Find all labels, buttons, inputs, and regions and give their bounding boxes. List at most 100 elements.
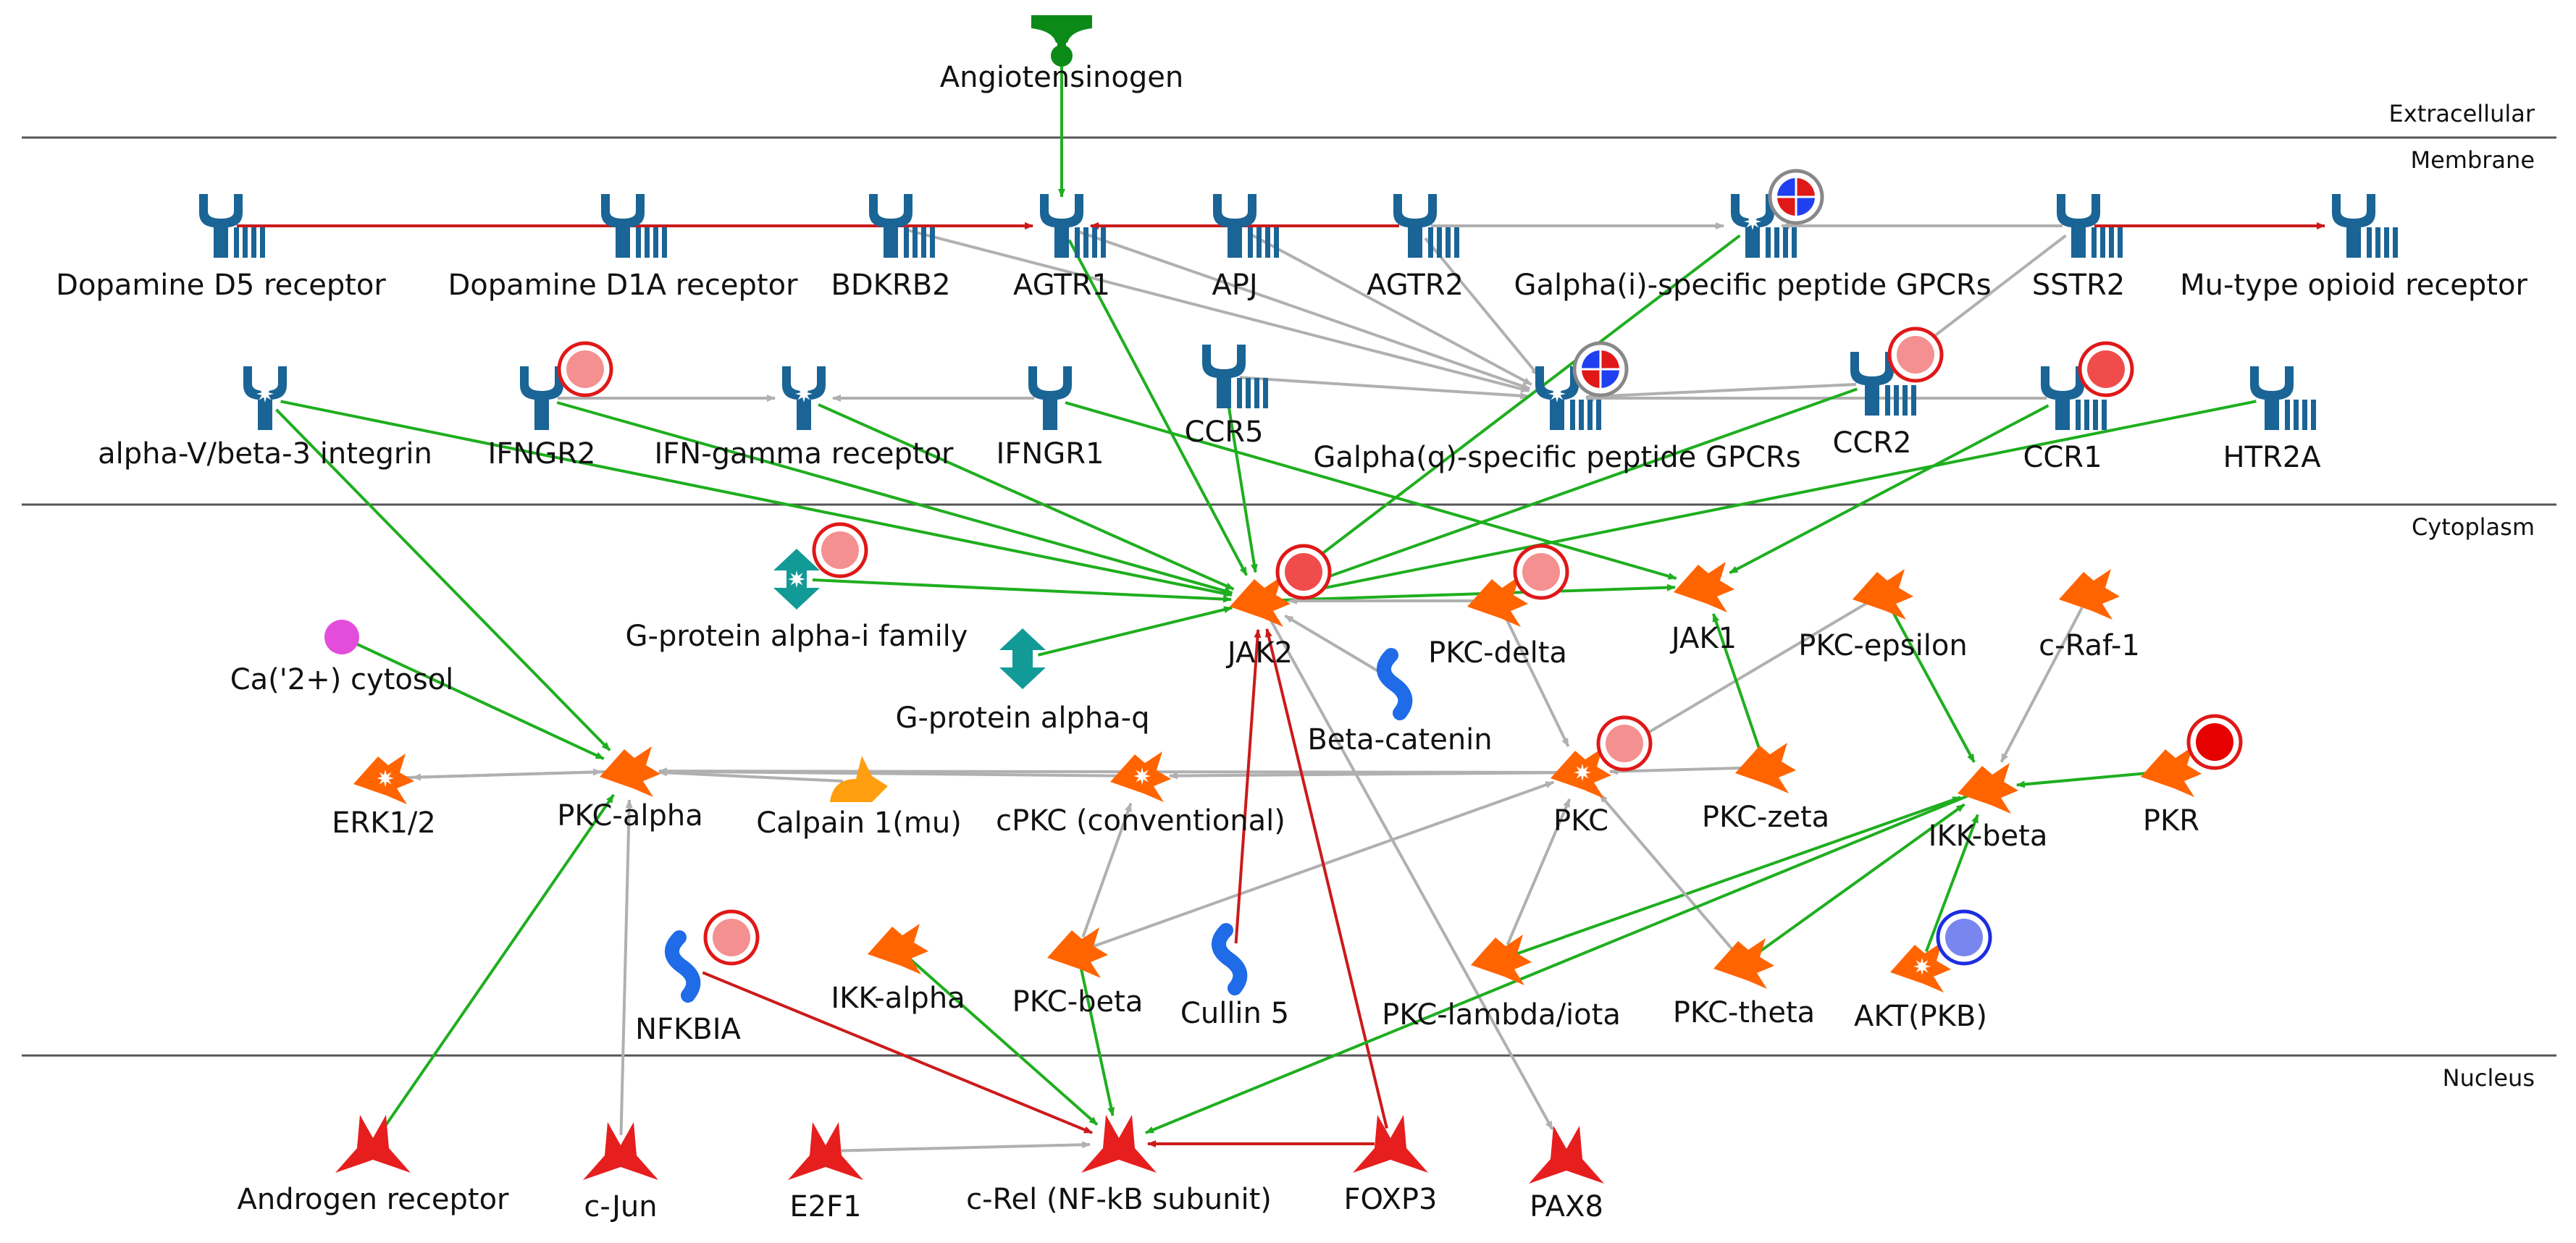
- node-ca[interactable]: Ca('2+) cytosol: [230, 620, 454, 696]
- node-pkctheta[interactable]: PKC-theta: [1673, 938, 1815, 1029]
- node-pkclambda[interactable]: PKC-lambda/iota: [1382, 935, 1621, 1032]
- node-label-ifngr: IFN-gamma receptor: [655, 437, 955, 471]
- kinase-icon: [868, 924, 928, 974]
- node-label-e2f1: E2F1: [789, 1190, 861, 1223]
- node-ifngr2[interactable]: IFNGR2: [488, 366, 596, 471]
- node-pkceps[interactable]: PKC-epsilon: [1798, 569, 1968, 662]
- receptor-icon: [199, 194, 265, 258]
- kinase-icon: [1551, 748, 1611, 799]
- node-betacat[interactable]: Beta-catenin: [1307, 648, 1493, 757]
- node-drd5[interactable]: Dopamine D5 receptor: [56, 194, 386, 302]
- node-label-angiotensinogen: Angiotensinogen: [940, 61, 1183, 94]
- node-ikkalpha[interactable]: IKK-alpha: [831, 924, 965, 1015]
- node-angiotensinogen[interactable]: Angiotensinogen: [940, 15, 1183, 94]
- node-label-gai_gpcr: Galpha(i)-specific peptide GPCRs: [1514, 269, 1991, 302]
- node-bdkrb2[interactable]: BDKRB2: [831, 194, 951, 302]
- node-jak2[interactable]: JAK2: [1225, 576, 1293, 670]
- badge-red-jak2: [1275, 544, 1332, 600]
- node-label-gai_fam: G-protein alpha-i family: [626, 620, 968, 653]
- node-calpain[interactable]: Calpain 1(mu): [756, 756, 962, 840]
- node-gaq_gpcr[interactable]: Galpha(q)-specific peptide GPCRs: [1313, 366, 1801, 474]
- kinase-icon: [1674, 562, 1734, 612]
- node-sstr2[interactable]: SSTR2: [2032, 194, 2125, 302]
- edge-ccr2-to-gaq_gpcr: [1585, 383, 1857, 400]
- edge-ikkbeta-to-crel: [1145, 792, 1974, 1134]
- kinase-icon: [1471, 935, 1532, 985]
- receptor-icon: [2332, 194, 2398, 258]
- edge-ar-to-pkcalpha: [380, 793, 615, 1132]
- node-akt[interactable]: AKT(PKB): [1854, 942, 1987, 1033]
- node-mor[interactable]: Mu-type opioid receptor: [2180, 194, 2527, 302]
- node-label-pkceps: PKC-epsilon: [1798, 629, 1967, 662]
- receptor-icon: [2057, 194, 2123, 258]
- node-label-pkc: PKC: [1553, 804, 1608, 838]
- node-label-bdkrb2: BDKRB2: [831, 269, 950, 302]
- node-craf[interactable]: c-Raf-1: [2039, 569, 2140, 662]
- receptor-icon: [869, 194, 935, 258]
- node-label-jak2: JAK2: [1225, 636, 1293, 670]
- node-label-apj: APJ: [1212, 269, 1257, 302]
- edge-ifngr-to-jak2: [818, 403, 1235, 591]
- node-gai_fam[interactable]: G-protein alpha-i family: [626, 549, 968, 653]
- edge-pkcbeta-to-cpkc: [1081, 802, 1133, 937]
- node-ccr2[interactable]: CCR2: [1832, 352, 1916, 460]
- node-erk[interactable]: ERK1/2: [332, 754, 436, 840]
- node-htr2a[interactable]: HTR2A: [2223, 366, 2321, 474]
- node-cpkc[interactable]: cPKC (conventional): [996, 751, 1285, 838]
- kinase-icon: [1958, 763, 2018, 814]
- node-pkcalpha[interactable]: PKC-alpha: [557, 746, 703, 833]
- node-label-betacat: Beta-catenin: [1307, 723, 1492, 757]
- badge-light-red-pkc: [1596, 715, 1653, 772]
- node-label-gaq_gpcr: Galpha(q)-specific peptide GPCRs: [1313, 441, 1800, 474]
- node-jak1[interactable]: JAK1: [1669, 562, 1737, 655]
- edge-craf-to-ikkbeta: [2000, 607, 2084, 763]
- node-agtr1[interactable]: AGTR1: [1013, 194, 1110, 302]
- edge-ifngr2-to-jak2: [556, 401, 1233, 595]
- node-pkczeta[interactable]: PKC-zeta: [1702, 743, 1829, 834]
- receptor-icon: [1040, 194, 1106, 258]
- node-drd1[interactable]: Dopamine D1A receptor: [448, 194, 798, 302]
- node-nfkbia[interactable]: NFKBIA: [635, 930, 742, 1046]
- receptor-icon: [1731, 194, 1797, 258]
- node-ifngr1[interactable]: IFNGR1: [997, 366, 1104, 471]
- edge-foxp3-to-jak2: [1265, 628, 1388, 1129]
- node-ccr1[interactable]: CCR1: [2023, 366, 2107, 474]
- node-crel[interactable]: c-Rel (NF-kB subunit): [966, 1115, 1272, 1216]
- node-pkcdelta[interactable]: PKC-delta: [1428, 576, 1567, 670]
- node-pkcbeta[interactable]: PKC-beta: [1012, 927, 1144, 1019]
- node-agtr2[interactable]: AGTR2: [1367, 194, 1464, 302]
- node-apj[interactable]: APJ: [1212, 194, 1279, 302]
- kinase-icon: [1230, 576, 1291, 627]
- node-ar[interactable]: Androgen receptor: [238, 1115, 510, 1216]
- node-foxp3[interactable]: FOXP3: [1344, 1115, 1438, 1216]
- edge-gai_gpcr-to-jak2: [1282, 234, 1741, 585]
- node-gai_gpcr[interactable]: Galpha(i)-specific peptide GPCRs: [1514, 194, 1992, 302]
- node-label-pkcdelta: PKC-delta: [1428, 636, 1567, 670]
- receptor-icon: [1393, 194, 1459, 258]
- node-gaq[interactable]: G-protein alpha-q: [895, 628, 1150, 735]
- node-ccr5[interactable]: CCR5: [1184, 345, 1268, 449]
- node-cul5[interactable]: Cullin 5: [1180, 923, 1289, 1030]
- node-cjun[interactable]: c-Jun: [583, 1122, 658, 1223]
- edge-ccr5-to-gaq_gpcr: [1239, 376, 1530, 400]
- receptor_plain-icon: [782, 366, 826, 430]
- node-pkc[interactable]: PKC: [1551, 748, 1611, 838]
- node-itgb3[interactable]: alpha-V/beta-3 integrin: [98, 366, 432, 471]
- node-ifngr[interactable]: IFN-gamma receptor: [655, 366, 955, 471]
- edge-pkclambda-to-pkc: [1506, 798, 1572, 945]
- node-label-cul5: Cullin 5: [1180, 997, 1289, 1030]
- node-e2f1[interactable]: E2F1: [788, 1122, 863, 1223]
- node-ikkbeta[interactable]: IKK-beta: [1929, 763, 2048, 853]
- edge-cul5-to-jak2: [1234, 628, 1262, 944]
- node-pkr[interactable]: PKR: [2141, 746, 2202, 838]
- edges-layer: [237, 41, 2325, 1153]
- node-label-ca: Ca('2+) cytosol: [230, 663, 454, 696]
- badge-red-ccr1: [2078, 341, 2134, 397]
- edge-ca-to-pkcalpha: [356, 642, 605, 760]
- node-pax8[interactable]: PAX8: [1529, 1126, 1604, 1223]
- edge-e2f1-to-crel: [841, 1141, 1091, 1153]
- node-label-pkczeta: PKC-zeta: [1702, 801, 1829, 834]
- node-label-erk: ERK1/2: [332, 806, 436, 840]
- edge-agtr1-to-jak2: [1067, 239, 1249, 576]
